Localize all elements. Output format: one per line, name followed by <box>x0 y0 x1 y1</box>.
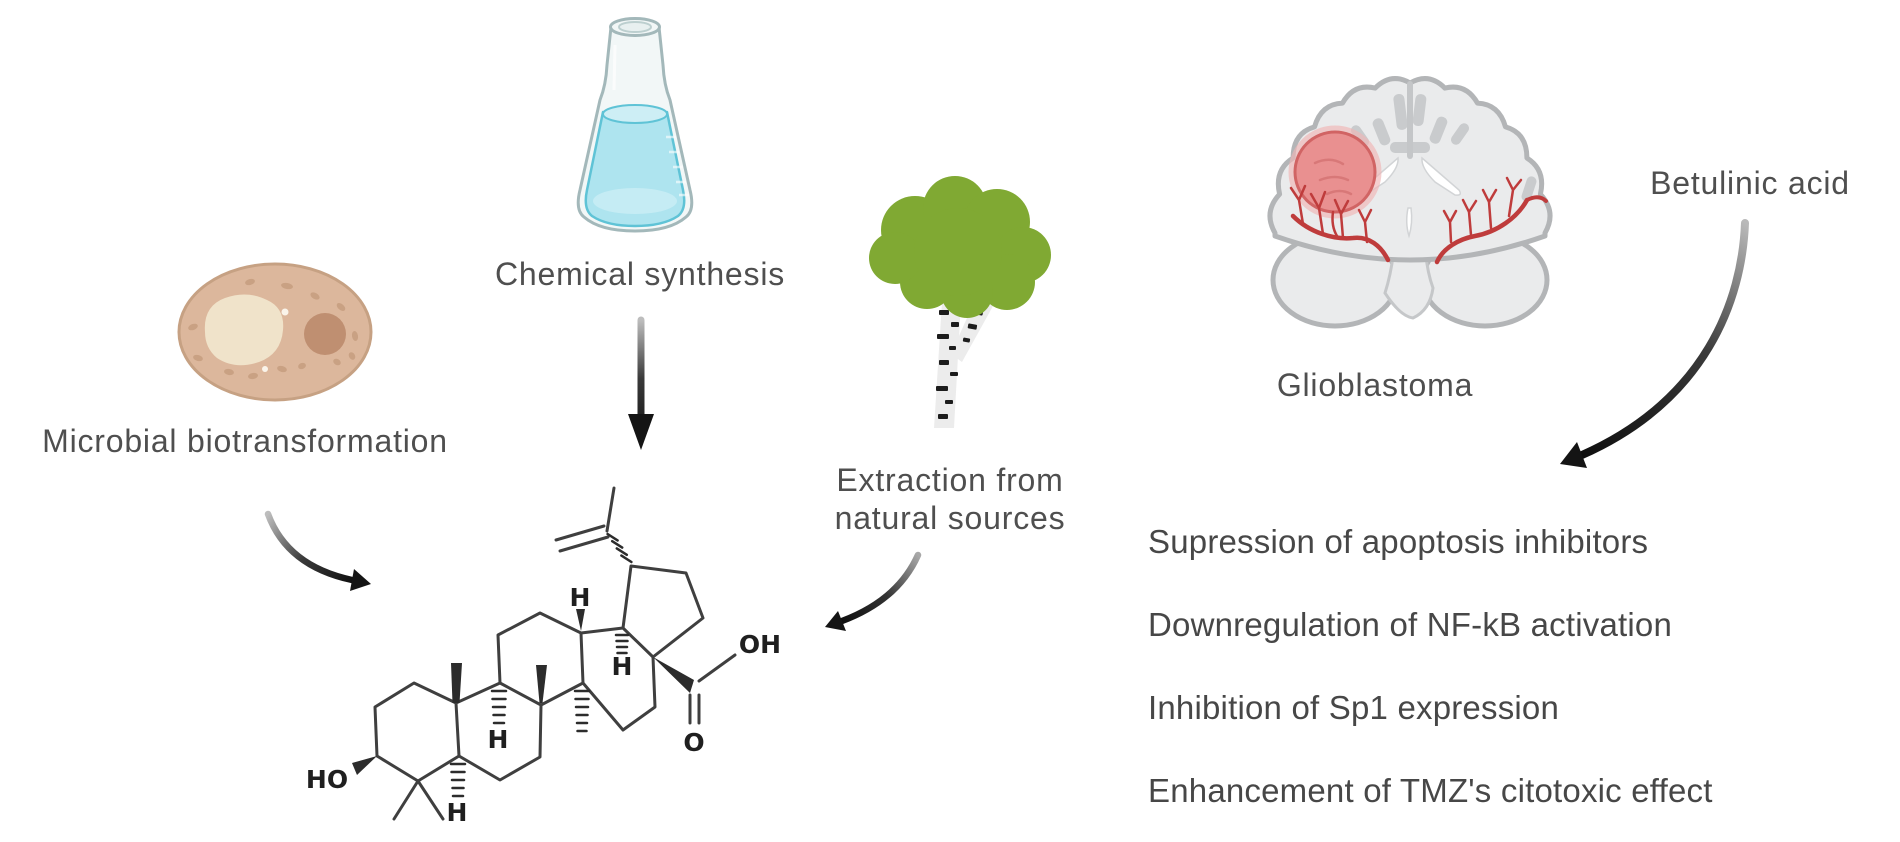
h-label-c9: H <box>488 725 509 754</box>
effect-item: Inhibition of Sp1 expression <box>1148 689 1560 726</box>
effect-item: Enhancement of TMZ's citotoxic effect <box>1148 772 1713 809</box>
glioblastoma-label: Glioblastoma <box>1276 367 1474 403</box>
betulinic-acid-label: Betulinic acid <box>1650 165 1850 201</box>
chemical-label: Chemical synthesis <box>494 256 786 292</box>
arrow-betulinic-to-effects-icon <box>1560 219 1749 468</box>
flask-icon <box>576 17 694 233</box>
effect-item: Supression of apoptosis inhibitors <box>1148 523 1649 560</box>
h-label-c13: H <box>570 583 591 612</box>
microbial-cell-illustration <box>177 262 373 402</box>
molecule-structure: HO H H H H OH O <box>306 486 781 827</box>
extraction-label-line1: Extraction from <box>836 462 1064 498</box>
brain-glioblastoma-illustration <box>1267 76 1553 329</box>
microbial-label: Microbial biotransformation <box>42 423 448 459</box>
carboxyl-o-label: O <box>683 728 704 757</box>
extraction-label-line2: natural sources <box>834 500 1066 536</box>
effect-item: Downregulation of NF-kB activation <box>1148 606 1673 643</box>
arrow-microbial-to-molecule-icon <box>264 510 371 591</box>
arrow-extraction-to-molecule-icon <box>825 551 922 631</box>
h-label-c18: H <box>612 652 633 681</box>
carboxyl-oh-label: OH <box>739 630 781 659</box>
arrow-chemical-to-molecule-icon <box>628 316 654 450</box>
hydroxyl-label: HO <box>306 765 348 794</box>
extraction-label: Extraction from natural sources <box>808 461 1092 537</box>
h-label-c5: H <box>447 798 468 827</box>
birch-tree-icon <box>869 176 1051 428</box>
